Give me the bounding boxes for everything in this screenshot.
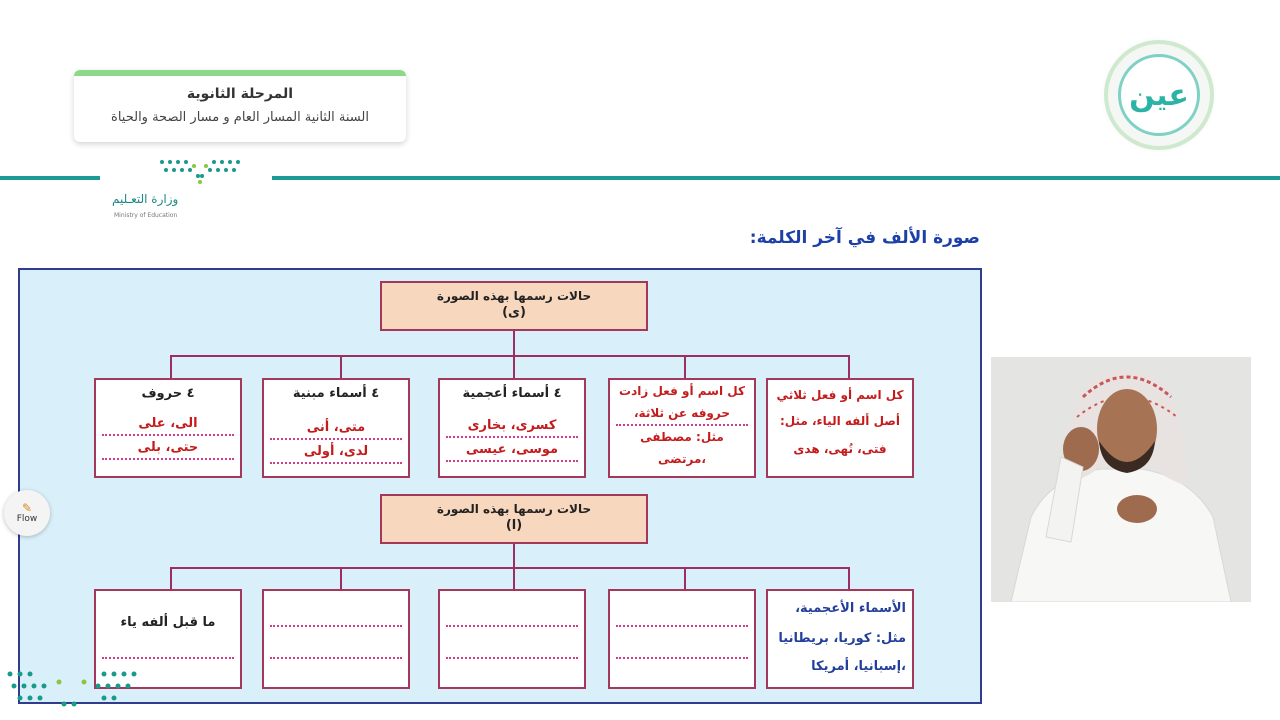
case-line: الى، على: [138, 416, 198, 431]
dotted-line: [616, 657, 748, 659]
ya-case-built-nouns: ٤ أسماء مبنية متى، أنى لدى، أولى: [262, 378, 410, 478]
connector: [513, 544, 515, 568]
dotted-line: [270, 438, 402, 440]
connector: [513, 355, 515, 379]
case-title: ٤ أسماء أعجمية: [462, 386, 562, 401]
case-title: ٤ أسماء مبنية: [292, 386, 380, 401]
alef-case-empty: [608, 589, 756, 689]
connector: [684, 355, 686, 379]
dotted-line: [446, 460, 578, 462]
dotted-line: [446, 436, 578, 438]
case-line: كسرى، بخارى: [467, 418, 557, 433]
ya-case-letters: ٤ حروف الى، على حتى، بلى: [94, 378, 242, 478]
decorative-dots-icon: [7, 671, 137, 707]
connector: [170, 355, 172, 379]
case-line: ،إسبانيا، أمريكا: [811, 659, 906, 674]
alef-header-box: حالات رسمها بهذه الصورة (ا): [380, 494, 648, 544]
ministry-name-ar: وزارة التعـليم: [112, 192, 179, 206]
case-line: أصل ألفه الياء، مثل:: [779, 414, 901, 428]
connector: [340, 355, 342, 379]
presenter-figure-icon: [991, 357, 1251, 602]
connector: [848, 567, 850, 589]
ministry-name-en: Ministry of Education: [114, 212, 178, 219]
ya-header-symbol: (ى): [502, 305, 526, 320]
dotted-line: [616, 625, 748, 627]
case-line: كل اسم أو فعل ثلاثي: [776, 388, 904, 402]
case-line: متى، أنى: [306, 420, 366, 435]
ministry-logo: وزارة التعـليم Ministry of Education: [108, 152, 268, 224]
case-line: فتى، نُهى، هدى: [793, 442, 887, 456]
connector: [513, 567, 515, 589]
connector: [340, 567, 342, 589]
lesson-heading: صورة الألف في آخر الكلمة:: [749, 228, 980, 248]
track-subtitle: السنة الثانية المسار العام و مسار الصحة …: [111, 110, 369, 125]
dotted-line: [102, 458, 234, 460]
dotted-line: [102, 657, 234, 659]
ya-header-title: حالات رسمها بهذه الصورة: [436, 289, 592, 303]
case-line: لدى، أولى: [303, 444, 369, 459]
connector: [513, 331, 515, 356]
dotted-line: [446, 657, 578, 659]
ya-case-foreign-nouns: ٤ أسماء أعجمية كسرى، بخارى موسى، عيسى: [438, 378, 586, 478]
presenter-video[interactable]: [991, 357, 1251, 602]
connector: [684, 567, 686, 589]
ministry-dots-icon: [160, 160, 240, 184]
ya-case-three-letter: كل اسم أو فعل ثلاثي أصل ألفه الياء، مثل:…: [766, 378, 914, 478]
stage-title: المرحلة الثانوية: [186, 86, 294, 102]
alef-header-title: حالات رسمها بهذه الصورة: [436, 502, 592, 516]
alef-case-empty: [438, 589, 586, 689]
dotted-line: [270, 657, 402, 659]
case-line: كل اسم أو فعل زادت: [619, 384, 745, 398]
case-line: حتى، بلى: [137, 440, 199, 455]
teal-divider-right: [272, 176, 1280, 180]
alef-header-symbol: (ا): [505, 518, 523, 533]
ein-logo: عين: [1108, 44, 1210, 146]
stage-card: المرحلة الثانوية السنة الثانية المسار ال…: [74, 70, 406, 142]
case-line: مثل: مصطفى: [640, 430, 724, 444]
dotted-line: [616, 424, 748, 426]
ein-logo-text: عين: [1118, 54, 1200, 136]
case-title: ٤ حروف: [141, 386, 195, 401]
pencil-icon: ✎: [21, 501, 33, 515]
case-line: ،مرتضى: [658, 452, 706, 466]
dotted-line: [270, 462, 402, 464]
dotted-line: [270, 625, 402, 627]
ya-header-box: حالات رسمها بهذه الصورة (ى): [380, 281, 648, 331]
alef-case-empty: [262, 589, 410, 689]
alef-case-foreign-nouns: الأسماء الأعجمية، مثل: كوريا، بريطانيا ،…: [766, 589, 914, 689]
case-title: ما قبل ألفه ياء: [120, 615, 216, 630]
connector: [170, 355, 850, 357]
ya-case-more-than-three: كل اسم أو فعل زادت حروفه عن ثلاثة، مثل: …: [608, 378, 756, 478]
flow-button[interactable]: ✎ Flow: [4, 490, 50, 536]
connector: [170, 567, 850, 569]
dotted-line: [446, 625, 578, 627]
teal-divider-left: [0, 176, 100, 180]
rules-diagram: حالات رسمها بهذه الصورة (ى) ٤ حروف الى، …: [18, 268, 982, 704]
case-line: موسى، عيسى: [465, 442, 559, 457]
flow-label: Flow: [16, 514, 38, 524]
alef-case-ya-before: ما قبل ألفه ياء: [94, 589, 242, 689]
dotted-line: [102, 434, 234, 436]
connector: [170, 567, 172, 589]
connector: [848, 355, 850, 379]
case-line: حروفه عن ثلاثة،: [633, 406, 731, 420]
case-line: مثل: كوريا، بريطانيا: [778, 631, 906, 646]
case-line: الأسماء الأعجمية،: [795, 601, 906, 616]
